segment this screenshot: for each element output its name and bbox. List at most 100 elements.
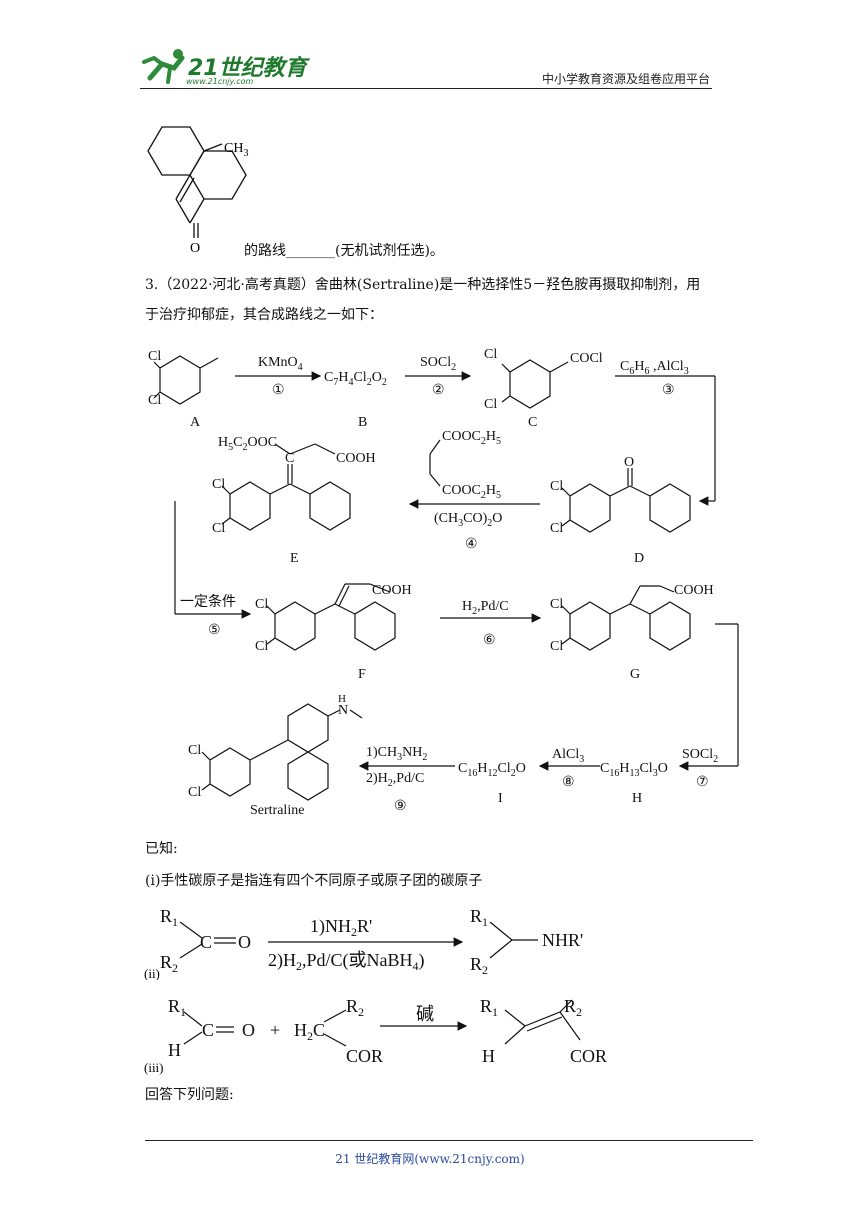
g-cl2: Cl [550, 639, 563, 654]
svg-text:R1: R1 [160, 906, 178, 929]
g-cl1: Cl [550, 597, 563, 612]
question-line-1: 3.（2022·河北·高考真题）舍曲林(Sertraline)是一种选择性5－羟… [145, 277, 701, 293]
label-d: D [634, 551, 644, 566]
d-cl2: Cl [550, 521, 563, 536]
svg-text:R2: R2 [160, 952, 178, 975]
svg-text:R1: R1 [480, 996, 498, 1019]
d-cl1: Cl [550, 479, 563, 494]
route-text: 的路线_______(无机试剂任选)。 [244, 243, 444, 259]
octalone-structure: CH3 O [147, 126, 248, 256]
svg-text:R2: R2 [346, 996, 364, 1019]
svg-text:O: O [242, 1020, 255, 1040]
label-g: G [630, 667, 640, 682]
e-cooh: COOH [336, 451, 376, 466]
ketone-o-label: O [190, 241, 200, 256]
iii-base: 碱 [416, 1004, 434, 1024]
label-c: C [528, 415, 537, 430]
f-cl2: Cl [255, 639, 268, 654]
step-6: ⑥ [483, 633, 496, 648]
step-4: ④ [465, 537, 478, 552]
svg-text:H: H [168, 1040, 181, 1060]
platform-name: 中小学教育资源及组卷应用平台 [541, 72, 710, 86]
reagent-ch3nh2: 1)CH3NH2 [366, 745, 427, 763]
reagent-h2pd-2: 2)H2,Pd/C [366, 771, 424, 789]
svg-text:R2: R2 [470, 954, 488, 977]
d-o: O [624, 455, 634, 470]
step-5: ⑤ [208, 623, 221, 638]
formula-i: C16H12Cl2O [458, 761, 526, 779]
known-title: 已知: [145, 841, 178, 857]
nhr-label: NHR' [542, 930, 583, 950]
reagent-ac2o: (CH3CO)2O [434, 511, 502, 529]
logo-runner-icon [142, 49, 185, 84]
svg-text:H: H [482, 1046, 495, 1066]
synthesis-scheme: Cl Cl A KMnO4 ① C7H4Cl2O2 B SOCl2 ② Cl C… [148, 347, 739, 818]
reagent-cond: 一定条件 [180, 593, 236, 610]
svg-text:C: C [202, 1020, 214, 1040]
known-ii-label: (ii) [144, 966, 160, 980]
reaction-ii: R1 R2 C O 1)NH2R' 2)H2,Pd/C(或NaBH4) R1 R… [144, 906, 583, 980]
reagent-alcl3: AlCl3 [552, 747, 584, 765]
c-cocl: COCl [570, 351, 603, 366]
step-3: ③ [662, 383, 675, 398]
label-e: E [290, 551, 299, 566]
label-f: F [358, 667, 366, 682]
svg-text:R1: R1 [470, 906, 488, 929]
footer-text: 21 世纪教育网(www.21cnjy.com) [335, 1152, 525, 1166]
svg-text:2)H2,Pd/C(或NaBH4): 2)H2,Pd/C(或NaBH4) [268, 950, 425, 973]
formula-b: C7H4Cl2O2 [324, 370, 387, 388]
svg-text:H2C: H2C [294, 1020, 325, 1043]
label-a: A [190, 415, 201, 430]
label-sertraline: Sertraline [250, 803, 304, 818]
svg-text:R1: R1 [168, 996, 186, 1019]
label-i: I [498, 791, 503, 806]
sert-nh: N [338, 703, 348, 718]
label-b: B [358, 415, 367, 430]
iii-cor-2: COR [570, 1046, 607, 1066]
header: 21世纪教育 www.21cnjy.com 中小学教育资源及组卷应用平台 [140, 40, 712, 90]
e-c: C [285, 451, 294, 466]
logo-text: 21世纪教育 [188, 56, 307, 81]
succ-cooet1: COOC2H5 [442, 429, 501, 447]
known-iii-label: (iii) [144, 1060, 164, 1075]
footer-rule [145, 1140, 753, 1141]
succ-cooet2: COOC2H5 [442, 483, 501, 501]
ch3-label: CH3 [224, 141, 248, 159]
reagent-c6h6: C6H6 ,AlCl3 [620, 359, 689, 377]
step-1: ① [272, 383, 285, 398]
svg-text:O: O [238, 932, 251, 952]
logo-url: www.21cnjy.com [186, 77, 254, 86]
step-8: ⑧ [562, 775, 575, 790]
label-h: H [632, 791, 642, 806]
reagent-socl2-a: SOCl2 [420, 355, 456, 373]
a-cl2: Cl [148, 393, 161, 408]
step-9: ⑨ [394, 799, 407, 814]
c-cl2: Cl [484, 397, 497, 412]
svg-text:1)NH2R': 1)NH2R' [310, 916, 372, 939]
svg-text:R2: R2 [564, 996, 582, 1019]
e-cl2: Cl [212, 521, 225, 536]
reaction-iii: R1 H C O + H2C R2 COR 碱 R1 H R2 COR (iii… [144, 996, 607, 1075]
reagent-kmno4: KMnO4 [258, 355, 303, 373]
sert-cl2: Cl [188, 785, 201, 800]
c-cl1: Cl [484, 347, 497, 362]
header-rule [140, 88, 712, 89]
f-cooh: COOH [372, 583, 412, 598]
e-cl1: Cl [212, 477, 225, 492]
known-i: (i)手性碳原子是指连有四个不同原子或原子团的碳原子 [145, 873, 483, 889]
f-cl1: Cl [255, 597, 268, 612]
reagent-socl2-b: SOCl2 [682, 747, 718, 765]
answer-prompt: 回答下列问题: [145, 1087, 234, 1103]
step-7: ⑦ [696, 775, 709, 790]
formula-h: C16H13Cl3O [600, 761, 668, 779]
e-h5c2ooc: H5C2OOC [218, 435, 277, 453]
sert-cl1: Cl [188, 743, 201, 758]
step-2: ② [432, 383, 445, 398]
svg-text:+: + [270, 1020, 280, 1040]
iii-cor-1: COR [346, 1046, 383, 1066]
sert-h: H [338, 693, 346, 705]
a-cl1: Cl [148, 349, 161, 364]
g-cooh: COOH [674, 583, 714, 598]
reagent-h2pd: H2,Pd/C [462, 599, 509, 617]
question-line-2: 于治疗抑郁症，其合成路线之一如下： [145, 307, 383, 323]
